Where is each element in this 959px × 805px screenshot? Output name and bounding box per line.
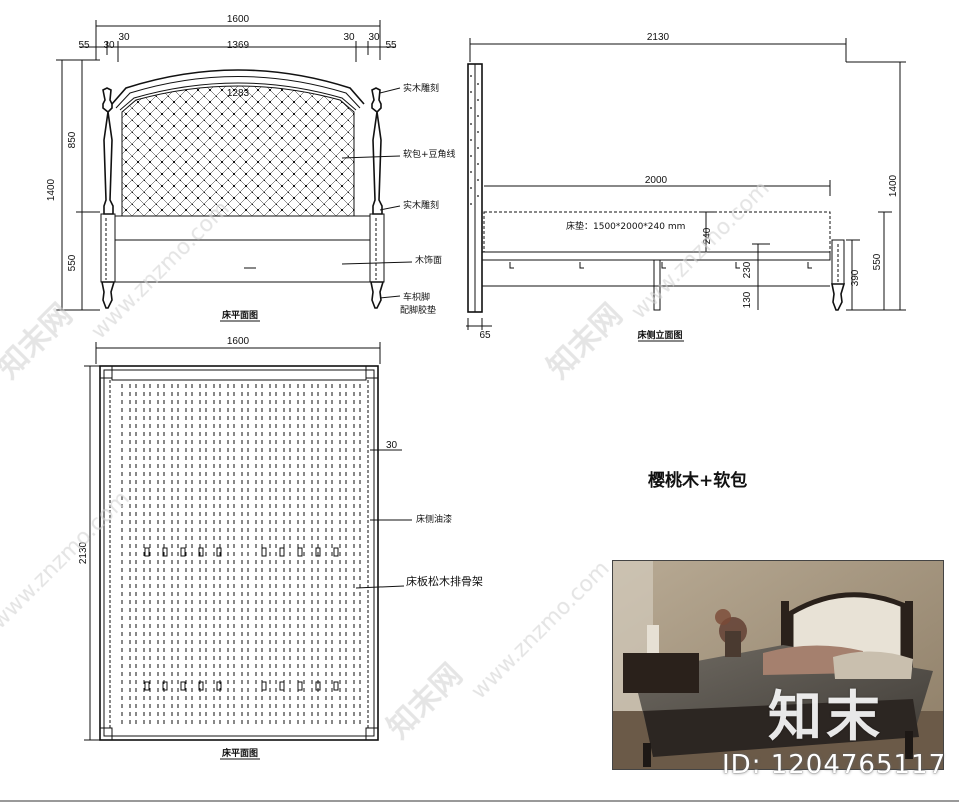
label-paint: 床侧油漆 [416, 513, 452, 525]
front-inner-width: 1369 [227, 40, 250, 51]
side-mattress-spec: 床垫：1500*2000*240 mm [566, 220, 685, 232]
watermark-url-4: www.znzmo.com [0, 486, 135, 634]
front-seg-30-right-a: 30 [343, 32, 355, 43]
front-seg-30-left-b: 30 [118, 32, 130, 43]
label-leg: 车枳脚 [403, 291, 430, 303]
front-height-lower: 550 [67, 254, 78, 271]
side-dim-390: 390 [850, 269, 861, 286]
front-elevation: 1600 55 30 30 1369 30 30 55 1400 850 550 [46, 14, 456, 322]
watermark-id: ID: 1204765117 [722, 750, 947, 780]
plan-title: 床平面图 [222, 747, 258, 759]
bed-photo [612, 560, 944, 770]
label-carving-bottom: 实木雕刻 [403, 199, 439, 211]
label-carving-top: 实木雕刻 [403, 82, 439, 94]
front-seg-30-right-b: 30 [368, 32, 380, 43]
front-title: 床平面图 [222, 309, 258, 321]
label-pad: 配脚胶垫 [400, 304, 436, 316]
watermark-url-3: www.znzmo.com [467, 556, 615, 704]
side-title: 床侧立面图 [637, 329, 682, 341]
side-dim-130: 130 [742, 291, 753, 308]
footer-rule [0, 800, 959, 802]
plan-view: 1600 2130 30 床侧油漆 [78, 336, 483, 760]
plan-dim-30: 30 [386, 440, 398, 451]
front-panel-width: 1283 [227, 88, 250, 99]
material-title: 樱桃木+软包 [648, 471, 748, 491]
front-height-total: 1400 [46, 178, 57, 201]
side-dim-65: 65 [479, 330, 491, 341]
side-dim-230: 230 [742, 261, 753, 278]
front-width-total: 1600 [227, 14, 250, 25]
label-upholstery: 软包+豆角线 [403, 148, 456, 160]
watermark-cn-1: 知末网 [0, 297, 79, 385]
side-dim-550: 550 [872, 253, 883, 270]
plan-length: 2130 [78, 541, 89, 564]
watermark-cn-3: 知末网 [381, 657, 469, 745]
front-seg-55-right: 55 [385, 40, 397, 51]
watermark-brand: 知末 [768, 685, 884, 748]
front-seg-55-left: 55 [78, 40, 90, 51]
front-seg-30-left-a: 30 [103, 40, 115, 51]
label-slats: 床板松木排骨架 [406, 574, 483, 588]
side-dim-1400: 1400 [888, 174, 899, 197]
side-length-total: 2130 [647, 32, 670, 43]
watermark-cn-2: 知末网 [541, 297, 629, 385]
front-height-upper: 850 [67, 131, 78, 148]
plan-width: 1600 [227, 336, 250, 347]
side-dim-240: 240 [702, 227, 713, 244]
side-length-inner: 2000 [645, 175, 668, 186]
side-elevation: 2130 2000 床垫：1500*2000*240 mm 2 [466, 32, 906, 342]
watermark-url-1: www.znzmo.com [87, 196, 235, 344]
label-wood-face: 木饰面 [415, 254, 442, 266]
